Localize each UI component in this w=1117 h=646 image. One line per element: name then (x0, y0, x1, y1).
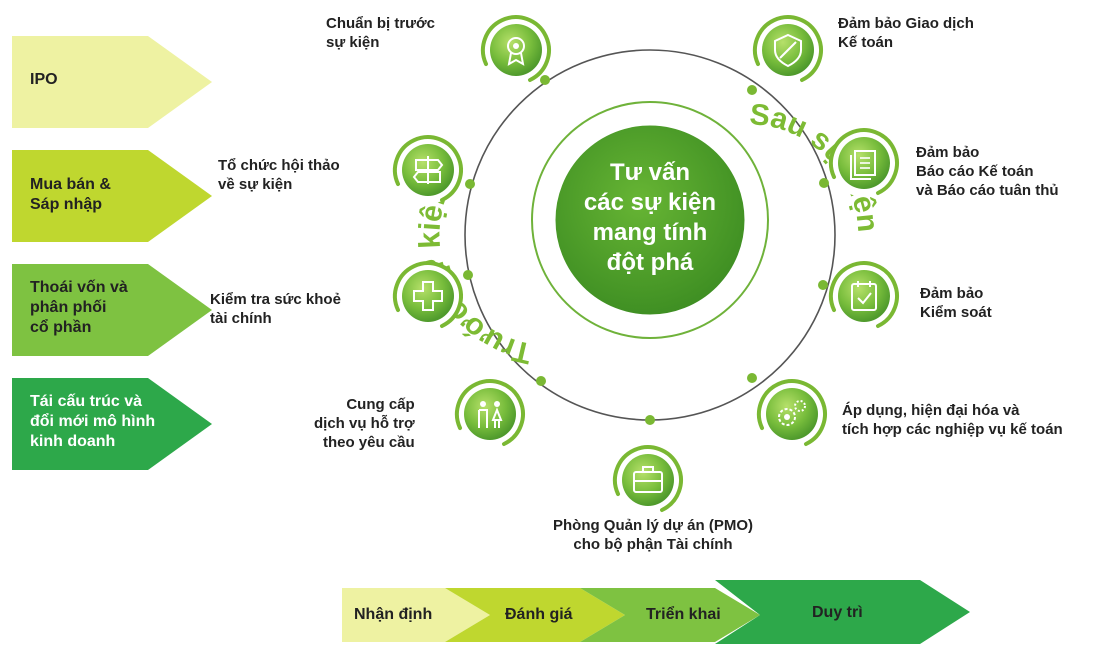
stage-arrow-2 (445, 588, 625, 642)
arrow-label-ma: Mua bán & Sáp nhập (30, 176, 111, 213)
stage-arrow-4 (715, 580, 970, 644)
icon-node (454, 379, 525, 448)
ring-dot (463, 270, 473, 280)
node-label-workshop: Tổ chức hội thảo về sự kiện (218, 157, 340, 193)
documents-icon (850, 150, 876, 180)
signpost-icon (412, 156, 444, 184)
icon-node-disc (838, 270, 890, 322)
icon-node-disc (464, 388, 516, 440)
arrow-label-divest: Thoái vốn và phân phối cổ phần (30, 279, 128, 336)
icon-node (612, 445, 683, 514)
gears-icon (778, 400, 806, 426)
arrow-label-restructure: Tái cấu trúc và đổi mới mô hình kinh doa… (30, 393, 156, 450)
left-arrow-ma (12, 150, 212, 242)
icon-node-arc (612, 445, 683, 512)
icon-nodes (392, 15, 899, 514)
icon-node-arc (480, 15, 551, 82)
node-label-health-check: Kiểm tra sức khoẻ tài chính (210, 291, 341, 327)
award-ribbon-icon (507, 37, 525, 66)
icon-node (828, 128, 899, 197)
icon-node (392, 135, 463, 204)
stage-arrow-1 (342, 588, 490, 642)
ring-dot (645, 415, 655, 425)
arrow-label-ipo: IPO (30, 71, 58, 88)
icon-node (756, 379, 827, 448)
left-arrow-ipo (12, 36, 212, 128)
node-label-reporting: Đảm bảo Báo cáo Kế toán và Báo cáo tuân … (916, 144, 1059, 199)
icon-node (752, 15, 823, 84)
left-arrows (12, 36, 212, 470)
left-arrow-restructure (12, 378, 212, 470)
icon-node (392, 261, 463, 330)
icon-node-arc (392, 261, 463, 328)
ring-dot (465, 179, 475, 189)
stage-label-2: Đánh giá (505, 606, 573, 623)
icon-node-arc (828, 261, 899, 328)
node-label-prepare: Chuẩn bị trước sự kiện (326, 15, 436, 51)
icon-node-arc (828, 128, 899, 195)
icon-node (828, 261, 899, 330)
stage-arrow-3 (580, 588, 760, 642)
ring-dot (819, 178, 829, 188)
ring-dot (540, 75, 550, 85)
node-label-modernize: Áp dụng, hiện đại hóa và tích hợp các ng… (842, 402, 1063, 438)
checklist-icon (851, 281, 877, 311)
icon-node-arc (392, 135, 463, 202)
icon-node-arc (756, 379, 827, 446)
ring-dot (747, 85, 757, 95)
center-circle (552, 122, 748, 318)
ring-dots (463, 75, 829, 425)
icon-node-arc (752, 15, 823, 82)
icon-node-disc (766, 388, 818, 440)
node-label-support: Cung cấp dịch vụ hỗ trợ theo yêu cầu (314, 396, 415, 451)
icon-node-disc (490, 24, 542, 76)
shield-icon (774, 33, 802, 68)
ring-dot (747, 373, 757, 383)
people-icon (478, 401, 503, 428)
stage-label-1: Nhận định (354, 606, 433, 623)
icon-node-disc (402, 270, 454, 322)
ring-dot (818, 280, 828, 290)
ring-dot (536, 376, 546, 386)
bottom-stages (342, 580, 970, 644)
node-label-pmo: Phòng Quản lý dự án (PMO) cho bộ phận Tà… (552, 517, 754, 553)
stage-label-3: Triển khai (646, 606, 721, 623)
icon-node-arc (454, 379, 525, 446)
icon-node (480, 15, 551, 84)
node-label-transactions: Đảm bảo Giao dịch Kế toán (838, 15, 974, 51)
medical-cross-icon (413, 281, 443, 311)
node-label-control: Đảm bảo Kiểm soát (920, 285, 992, 321)
briefcase-icon (633, 466, 663, 493)
stage-label-4: Duy trì (812, 604, 863, 621)
left-arrow-divest (12, 264, 212, 356)
